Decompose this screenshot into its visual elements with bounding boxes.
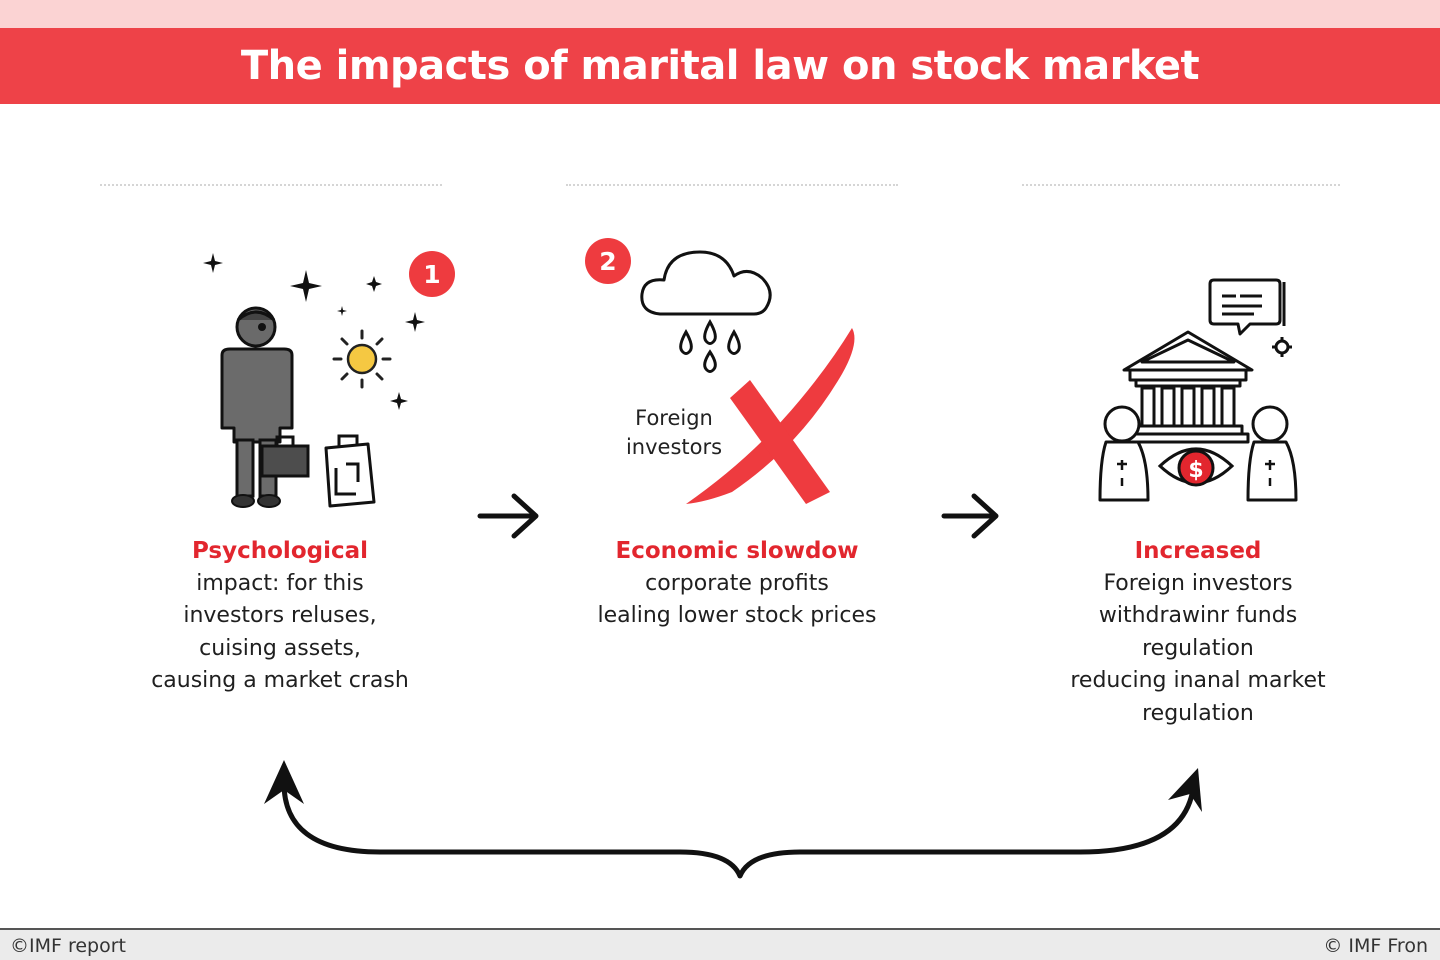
step-number-badge: 2 bbox=[585, 238, 631, 284]
step-text-line: causing a market crash bbox=[151, 668, 409, 693]
icon-text-line: Foreign bbox=[635, 406, 713, 430]
foreign-investors-label: Foreign investors bbox=[604, 404, 744, 462]
step-text-line: investors reluses, bbox=[183, 603, 377, 628]
step-text-line: lealing lower stock prices bbox=[597, 603, 877, 628]
right-arrow-icon bbox=[941, 493, 999, 539]
up-arrow-head-icon bbox=[1168, 768, 1202, 812]
step-text-line: corporate profits bbox=[645, 570, 829, 596]
shopping-bag-icon bbox=[324, 434, 376, 508]
step-1-description: Psychological impact: for this investors… bbox=[120, 535, 440, 698]
sparkle-icons bbox=[203, 253, 425, 410]
bank-building-icon bbox=[1122, 330, 1254, 444]
dollar-coin-icon: $ bbox=[1157, 447, 1235, 487]
message-lines-icon bbox=[1222, 294, 1262, 316]
person-marks-icon bbox=[1117, 460, 1275, 486]
sun-icon bbox=[332, 329, 392, 389]
investor-person-icon bbox=[220, 306, 294, 508]
source-label: ©IMF report bbox=[10, 935, 126, 957]
step-2-description: Economic slowdow corporate profits leali… bbox=[576, 535, 898, 633]
credit-label: © IMF Fron bbox=[1323, 935, 1428, 957]
step-heading: Psychological bbox=[191, 538, 368, 564]
gear-icon bbox=[1272, 337, 1292, 357]
step-heading: Increased bbox=[1134, 538, 1262, 564]
step-text-line: regulation bbox=[1142, 700, 1254, 726]
divider-dotted-1 bbox=[100, 184, 442, 186]
step-text-line: withdrawinr funds bbox=[1098, 603, 1298, 628]
person-icon bbox=[1246, 405, 1298, 502]
divider-dotted-2 bbox=[566, 184, 898, 186]
person-icon bbox=[1098, 405, 1150, 502]
page-title: The impacts of marital law on stock mark… bbox=[240, 43, 1200, 89]
briefcase-icon bbox=[260, 435, 310, 478]
step-3-description: Increased Foreign investors withdrawinr … bbox=[1048, 535, 1348, 730]
step-text-line: reducing inanal market bbox=[1070, 668, 1326, 693]
step-text-line: regulation bbox=[1142, 635, 1254, 661]
title-banner: The impacts of marital law on stock mark… bbox=[0, 28, 1440, 104]
step-text-line: cuising assets, bbox=[199, 635, 361, 661]
red-cross-mark-icon bbox=[686, 328, 855, 504]
step-text-line: Foreign investors bbox=[1103, 570, 1293, 596]
svg-text:$: $ bbox=[1188, 458, 1203, 483]
up-arrow-head-icon bbox=[264, 760, 304, 804]
footer-bar: ©IMF report © IMF Fron bbox=[0, 928, 1440, 960]
icon-text-line: investors bbox=[625, 435, 723, 459]
feedback-brace-arrow bbox=[281, 777, 1197, 879]
step-text-line: impact: for this bbox=[196, 570, 364, 596]
right-arrow-icon bbox=[477, 493, 539, 539]
top-strip bbox=[0, 0, 1440, 28]
raindrop-icon bbox=[679, 318, 741, 373]
step-heading: Economic slowdow bbox=[615, 538, 859, 564]
divider-dotted-3 bbox=[1022, 184, 1340, 186]
step-number-badge: 1 bbox=[409, 251, 455, 297]
rain-cloud-icon bbox=[640, 250, 772, 316]
